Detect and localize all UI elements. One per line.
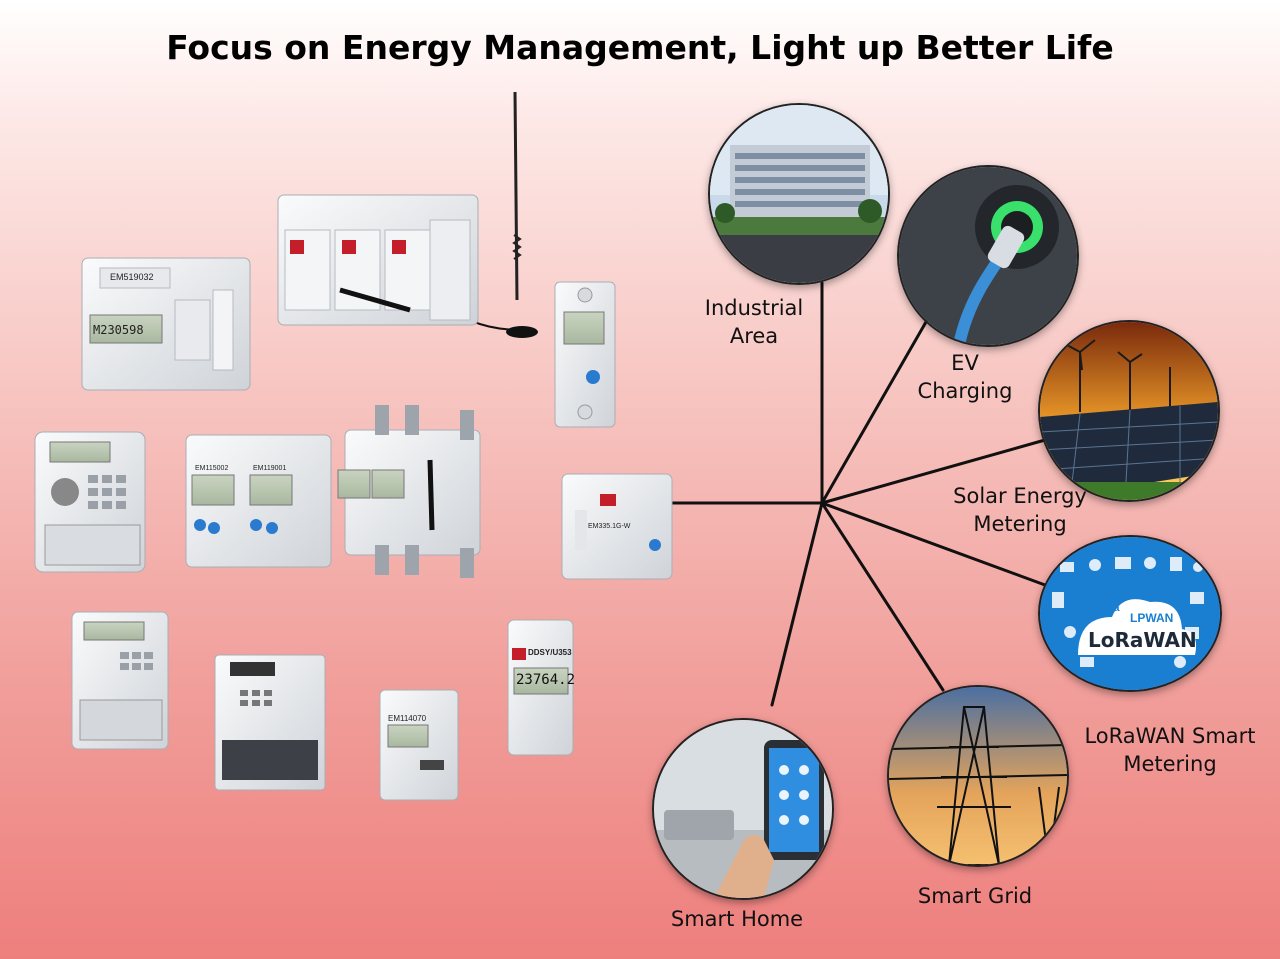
label-industrial-line2: Area	[729, 324, 779, 348]
label-solar-energy: Solar Energy Metering	[945, 482, 1095, 538]
label-ev-charging: EV Charging	[905, 349, 1025, 405]
label-solar-line1: Solar Energy	[953, 484, 1087, 508]
label-smart-grid-line1: Smart Grid	[917, 884, 1033, 908]
line-solar	[820, 438, 1047, 505]
label-ev-line1: EV	[951, 351, 979, 375]
meter-label-em519032: EM519032	[110, 272, 154, 282]
line-lorawan	[820, 501, 1047, 587]
meter-label-em119001: EM119001	[253, 465, 287, 472]
solar-energy-image	[1038, 320, 1220, 502]
meter-label-ddsy: DDSY/U353	[528, 648, 572, 657]
label-ev-line2: Charging	[917, 379, 1013, 403]
meter-label-em335: EM335.1G-W	[588, 523, 631, 530]
label-lorawan-line1: LoRaWAN Smart	[1084, 724, 1256, 748]
lorawan-brand-text: LoRaWAN	[1088, 628, 1197, 652]
meter-label-digits: M230598	[93, 323, 144, 337]
meter-label-em115002: EM115002	[195, 465, 229, 472]
meter-display-ddsy: 23764.2	[516, 672, 576, 688]
label-industrial-line1: Industrial	[704, 296, 804, 320]
lorawan-lpwan-text: LPWAN	[1130, 611, 1174, 625]
line-ev	[820, 313, 932, 505]
smart-grid-image	[887, 685, 1069, 867]
ev-charging-image	[897, 165, 1079, 347]
lorawan-image: LoRa LPWAN LoRaWAN	[1038, 535, 1222, 692]
industrial-area-image	[708, 103, 890, 285]
label-smart-home-line1: Smart Home	[670, 907, 804, 931]
label-smart-grid: Smart Grid	[905, 882, 1045, 910]
label-smart-home: Smart Home	[662, 905, 812, 933]
label-solar-line2: Metering	[973, 512, 1067, 536]
label-lorawan: LoRaWAN Smart Metering	[1075, 722, 1265, 778]
label-lorawan-line2: Metering	[1123, 752, 1217, 776]
meter-label-em114070: EM114070	[388, 714, 427, 723]
line-smart-home	[770, 501, 824, 707]
label-industrial-area: Industrial Area	[694, 294, 814, 350]
lorawan-lora-text: LoRa	[1092, 602, 1120, 614]
smart-home-image	[652, 718, 834, 900]
line-smart-grid	[820, 501, 945, 692]
page-title: Focus on Energy Management, Light up Bet…	[166, 28, 1114, 67]
